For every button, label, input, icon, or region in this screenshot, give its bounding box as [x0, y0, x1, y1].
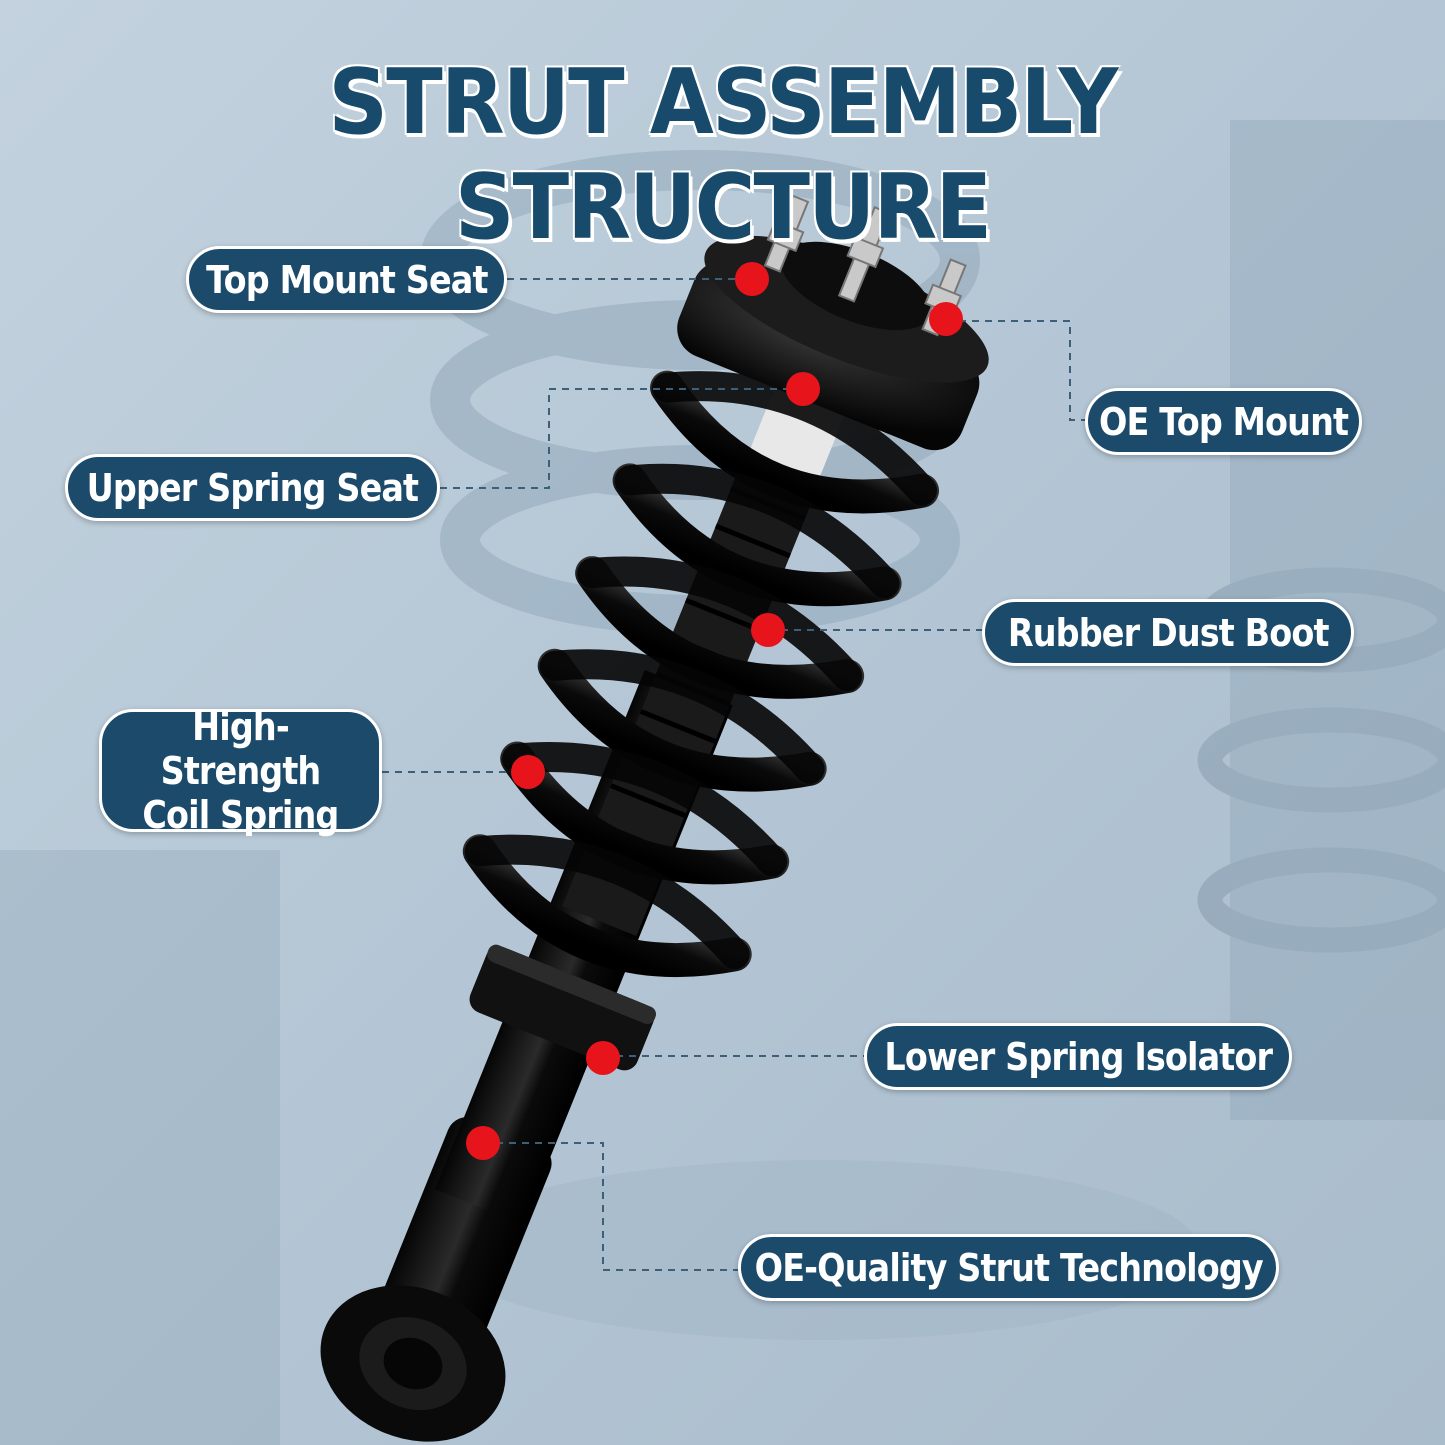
page-title: STRUT ASSEMBLY STRUCTURE	[328, 50, 1118, 260]
label-rubber-dust-boot: Rubber Dust Boot	[982, 599, 1354, 666]
label-upper-spring-seat: Upper Spring Seat	[65, 454, 440, 521]
label-strut-technology: OE-Quality Strut Technology	[738, 1234, 1279, 1301]
label-oe-top-mount: OE Top Mount	[1085, 388, 1362, 455]
label-lower-spring-isolator: Lower Spring Isolator	[864, 1023, 1292, 1090]
label-coil-spring: High-Strength Coil Spring	[99, 705, 382, 837]
label-top-mount-seat: Top Mount Seat	[186, 246, 507, 313]
